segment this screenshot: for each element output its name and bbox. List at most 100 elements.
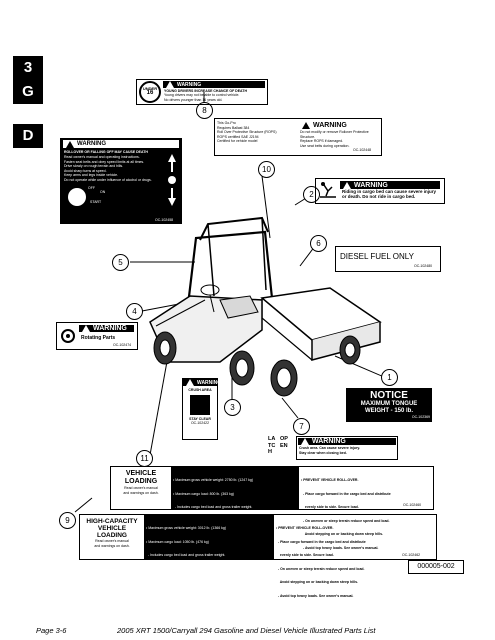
callout-7: 7	[293, 418, 310, 435]
high-capacity-sub1: Read owner's manual	[95, 539, 129, 543]
crush-area-decal: WARNING CRUSH AREA STAY CLEAR OC-102422	[182, 378, 221, 440]
figure-number: 000005-002	[408, 560, 464, 574]
high-capacity-right-text: • PREVENT VEHICLE ROLL-OVER. - Place car…	[276, 517, 434, 607]
rops-left-line: Roll Over Protective Structure (ROPS)	[217, 130, 277, 134]
callout-5: 5	[112, 254, 129, 271]
rollover-title: ROLLOVER OR FALLING OFF MAY CAUSE DEATH	[64, 150, 148, 154]
callout-8: 8	[196, 102, 213, 119]
under16-line: No drivers younger than 16 years old.	[164, 97, 223, 102]
spec-line: • Maximum gross vehicle weight: 2750 lb.…	[173, 478, 254, 482]
footer-title: 2005 XRT 1500/Carryall 294 Gasoline and …	[117, 626, 376, 635]
notice-code: OC-102369	[411, 415, 430, 419]
latch-line2: Stay clear when closing bed.	[299, 450, 347, 455]
rollover-line: Do not operate while under influence of …	[64, 177, 152, 182]
callout-6: 6	[310, 235, 327, 252]
diesel-text: DIESEL FUEL ONLY	[340, 252, 414, 261]
rollover-line: Avoid sharp turns at speed.	[64, 168, 107, 173]
key-label-off: OFF	[88, 186, 95, 190]
high-capacity-code: OC-102462	[402, 553, 421, 557]
rops-header-text: WARNING	[313, 121, 347, 129]
latch-header: WARNING	[298, 438, 396, 445]
footer-page: Page 3-6	[36, 626, 67, 635]
rollover-line: - Place cargo forward in the cargo bed a…	[301, 491, 391, 496]
cargo-bed-decal: WARNING Riding in cargo bed can cause se…	[315, 178, 445, 204]
warning-triangle-icon	[186, 379, 194, 386]
vehicle-loading-middle: • Maximum gross vehicle weight: 2750 lb.…	[171, 467, 299, 550]
spec-line: - Includes cargo bed load and gross trai…	[173, 505, 253, 509]
rops-left-line: ROPS certified SAE J2194	[217, 134, 259, 139]
diesel-decal: DIESEL FUEL ONLY OC-102480	[335, 246, 441, 272]
rotating-header-text: WARNING	[93, 325, 127, 332]
under16-decal: UNDER 16 WARNING YOUNG DRIVERS INCREASE …	[136, 79, 268, 105]
vehicle-loading-title1: VEHICLE	[125, 470, 157, 477]
vehicle-loading-decal: VEHICLE LOADING Read owner's manual and …	[110, 466, 434, 550]
cargo-bed-header-text: WARNING	[354, 181, 388, 189]
rollover-line: Fasten seat belts and obey speed limits …	[64, 159, 145, 164]
rotating-parts-decal: WARNING Rotating Parts OC-102474	[56, 322, 138, 350]
warning-triangle-icon	[343, 181, 351, 189]
under16-header: WARNING	[163, 81, 265, 88]
rollover-line: - Place cargo forward in the cargo bed a…	[276, 539, 366, 544]
rollover-line: Avoid stepping on or backing down steep …	[301, 532, 383, 536]
key-label-start: START	[90, 200, 102, 204]
latch-line1: Crush area. Can cause severe injury.	[299, 446, 361, 450]
under16-lines: Young drivers may not be able to control…	[164, 93, 264, 102]
cargo-bed-body: Riding in cargo bed can cause severe inj…	[342, 189, 437, 199]
rollover-line: Avoid stepping on or backing down steep …	[276, 580, 358, 584]
rops-left-text: This Go-Pro Requires Ballast 384 Roll Ov…	[217, 121, 297, 144]
warning-triangle-icon	[302, 121, 310, 129]
callout-3: 3	[224, 399, 241, 416]
spec-line: • Maximum trailer hitch tongue weight: 1…	[146, 593, 239, 598]
under16-header-text: WARNING	[177, 81, 202, 88]
rops-code: OC-102448	[353, 148, 372, 152]
rops-left-line: Certified for vehicle model	[217, 139, 258, 143]
high-capacity-middle-text: • Maximum gross vehicle weight: 3012 lb.…	[144, 515, 274, 609]
rotating-parts-icon	[59, 327, 77, 345]
person-falling-icon	[318, 181, 338, 200]
rops-left-line: Requires Ballast 384	[217, 125, 250, 130]
latch-header-text: WARNING	[312, 438, 346, 445]
vehicle-loading-code: OC-102460	[403, 503, 422, 507]
rollover-line: evenly side to side. Secure load.	[301, 505, 359, 509]
rotating-text: Rotating Parts	[81, 335, 116, 341]
rops-right-line: Use seat belts during operation.	[300, 143, 350, 148]
notice-decal: NOTICE MAXIMUM TONGUE WEIGHT - 150 lb. O…	[346, 388, 432, 422]
spec-line: - Maximum cargo load is reduced by the w…	[146, 566, 226, 571]
crush-code: OC-102422	[190, 421, 210, 425]
latch-word-right: OPEN	[280, 436, 288, 449]
badge-line-1: UNDER	[142, 86, 158, 91]
rollover-line: Read owner's manual and operating instru…	[64, 155, 140, 159]
rollover-line: - Avoid top heavy loads. See owner's man…	[276, 593, 354, 598]
high-capacity-title-block: HIGH-CAPACITY VEHICLE LOADING Read owner…	[82, 518, 142, 548]
rollover-line: Keep arms and legs inside vehicle.	[64, 173, 119, 177]
callout-11: 11	[136, 450, 153, 467]
cargo-bed-header: WARNING	[340, 181, 440, 189]
spec-line: optional equipment.	[146, 580, 181, 584]
crush-header: WARNING	[183, 379, 221, 386]
rollover-header: WARNING	[63, 140, 179, 148]
under16-badge: UNDER 16	[139, 81, 161, 103]
section-tab-3: 3	[13, 56, 43, 80]
rollover-line: evenly side to side. Secure load.	[276, 553, 334, 557]
spec-line: • Maximum cargo load: 1050 lb. (476 kg)	[146, 539, 209, 544]
rops-header: WARNING	[299, 121, 378, 129]
latch-decal: LATCH OPEN WARNING Crush area. Can cause…	[268, 436, 398, 460]
section-tab-g: G	[13, 80, 43, 104]
high-capacity-title2: VEHICLE	[97, 525, 127, 532]
vehicle-loading-title2: LOADING	[124, 478, 158, 485]
warning-triangle-icon	[82, 325, 90, 332]
badge-line-2: 16	[146, 90, 154, 96]
high-capacity-title1: HIGH-CAPACITY	[86, 518, 138, 525]
rollover-code: OC-102458	[155, 218, 174, 222]
rollover-line: • PREVENT VEHICLE ROLL-OVER.	[301, 478, 359, 482]
spec-line: • Maximum gross vehicle weight: 3012 lb.…	[146, 526, 227, 530]
rops-right-text: Do not modify or remove Rollover Protect…	[300, 130, 379, 148]
under16-line: Young drivers may not be able to control…	[164, 93, 240, 97]
callout-1: 1	[381, 369, 398, 386]
direction-arrows-icon	[168, 154, 176, 214]
vehicle-loading-right-text: • PREVENT VEHICLE ROLL-OVER. - Place car…	[301, 469, 431, 559]
warning-triangle-icon	[301, 438, 309, 445]
rollover-decal: WARNING ROLLOVER OR FALLING OFF MAY CAUS…	[60, 138, 182, 224]
notice-line1: MAXIMUM TONGUE	[360, 401, 418, 407]
